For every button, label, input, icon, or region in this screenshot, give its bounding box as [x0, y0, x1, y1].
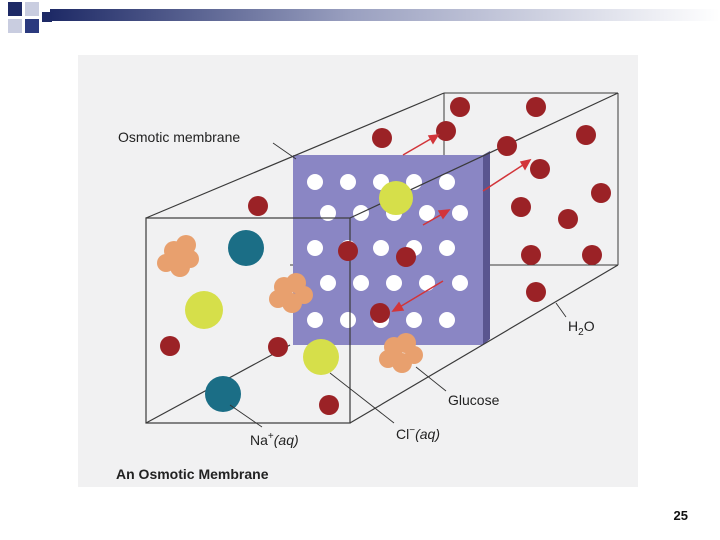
- chloride-ion: [379, 181, 413, 215]
- header-square: [25, 2, 39, 16]
- membrane-plate: [293, 151, 490, 345]
- header-square: [8, 19, 22, 33]
- water-molecule: [526, 282, 546, 302]
- water-molecule: [526, 97, 546, 117]
- water-molecule: [511, 197, 531, 217]
- glucose-label: Glucose: [448, 392, 500, 408]
- header-square: [42, 12, 52, 22]
- chloride-ion: [303, 339, 339, 375]
- water-molecule: [521, 245, 541, 265]
- water-molecule: [582, 245, 602, 265]
- water-molecule: [576, 125, 596, 145]
- header-square: [25, 19, 39, 33]
- figure-caption: An Osmotic Membrane: [116, 466, 269, 482]
- sodium-label: Na+(aq): [250, 431, 299, 448]
- sodium-ion: [228, 230, 264, 266]
- water-molecule: [530, 159, 550, 179]
- water-molecule: [497, 136, 517, 156]
- chloride-ion: [185, 291, 223, 329]
- water-molecule: [268, 337, 288, 357]
- water-molecule: [248, 196, 268, 216]
- header-square: [8, 2, 22, 16]
- water-molecule: [338, 241, 358, 261]
- membrane-label: Osmotic membrane: [118, 129, 240, 145]
- chloride-label: Cl−(aq): [396, 425, 440, 442]
- membrane-side: [483, 151, 490, 345]
- water-molecule: [450, 97, 470, 117]
- water-molecule: [396, 247, 416, 267]
- header-band: [50, 9, 720, 21]
- sodium-ion: [205, 376, 241, 412]
- water-molecule: [160, 336, 180, 356]
- water-molecule: [436, 121, 456, 141]
- water-molecule: [558, 209, 578, 229]
- water-molecule: [319, 395, 339, 415]
- water-molecule: [370, 303, 390, 323]
- water-molecule: [372, 128, 392, 148]
- header-decoration: [0, 0, 720, 48]
- osmotic-membrane-figure: Osmotic membrane H2O Glucose Na+(aq) Cl−…: [78, 55, 638, 487]
- water-molecule: [591, 183, 611, 203]
- slide-number: 25: [652, 508, 688, 523]
